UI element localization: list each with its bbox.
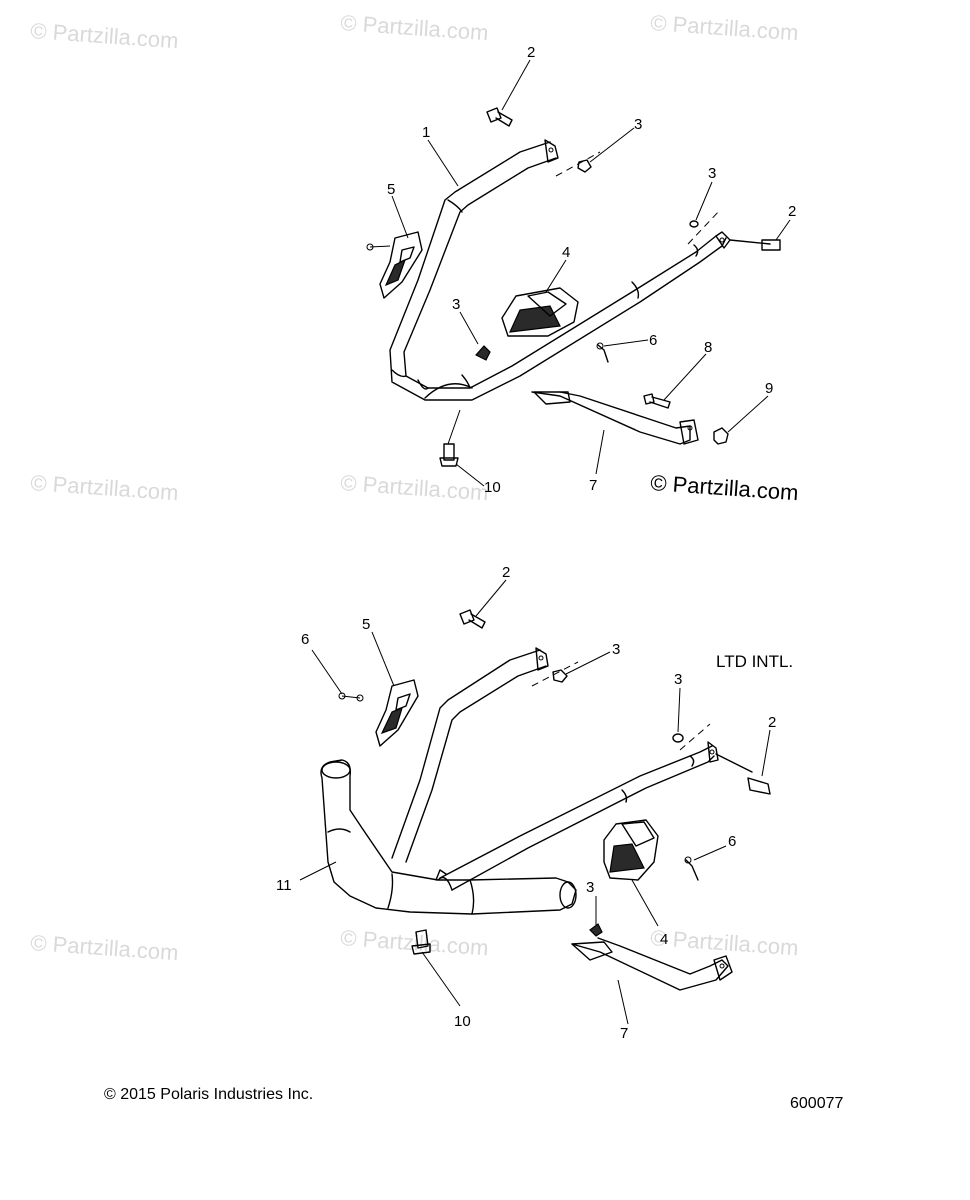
copyright-text: © 2015 Polaris Industries Inc. (104, 1086, 313, 1103)
callout-3: 3 (612, 641, 620, 658)
washer-3-right (672, 733, 684, 743)
brace-7 (531, 391, 699, 445)
watermark: © Partzilla.com (30, 18, 180, 53)
callout-10: 10 (454, 1013, 471, 1030)
callout-9: 9 (765, 380, 773, 397)
nut-3-top (552, 669, 568, 683)
callout-7: 7 (620, 1025, 628, 1042)
nut-3-top (577, 159, 592, 173)
callout-4: 4 (562, 244, 570, 261)
callout-5: 5 (362, 616, 370, 633)
bolt-10 (411, 929, 431, 955)
bolt-10 (439, 443, 459, 467)
bolt-2-right (729, 239, 781, 251)
washer-3-right (689, 220, 699, 228)
top-assembly: 2 1 3 3 2 5 4 3 6 8 9 7 10 (366, 44, 796, 496)
partzilla-watermark-main: © Partzilla.com (650, 470, 800, 505)
callout-11: 11 (276, 877, 292, 894)
bracket-5 (375, 679, 419, 747)
nut-3-center (475, 345, 491, 361)
bracket-5 (366, 231, 423, 299)
watermark: © Partzilla.com (650, 925, 800, 960)
callout-4: 4 (660, 931, 668, 948)
fastener-6-left (338, 692, 364, 702)
callout-10: 10 (484, 479, 501, 496)
bolt-2-right (715, 753, 771, 795)
callout-2: 2 (527, 44, 535, 61)
callout-2: 2 (788, 203, 796, 220)
callout-3: 3 (634, 116, 642, 133)
callout-3: 3 (452, 296, 460, 313)
bottom-assembly: 2 6 5 3 3 2 6 11 3 4 10 7 LTD INTL. (276, 564, 793, 1042)
callout-5: 5 (387, 181, 395, 198)
bolt-2-top (459, 609, 486, 629)
mount-4 (501, 287, 579, 337)
callout-6: 6 (649, 332, 657, 349)
nut-9 (713, 427, 729, 445)
watermark: © Partzilla.com (340, 470, 490, 505)
callout-1: 1 (422, 124, 430, 141)
callout-2: 2 (502, 564, 510, 581)
fastener-6 (596, 342, 609, 363)
diagram-number: 600077 (790, 1095, 843, 1112)
fastener-6-right (684, 856, 699, 881)
callout-7: 7 (589, 477, 597, 494)
nut-3-bottom (589, 923, 603, 937)
watermark: © Partzilla.com (30, 470, 180, 505)
brace-7 (571, 937, 733, 991)
callout-6: 6 (728, 833, 736, 850)
callout-8: 8 (704, 339, 712, 356)
callout-6: 6 (301, 631, 309, 648)
watermark: © Partzilla.com (340, 10, 490, 45)
callout-2: 2 (768, 714, 776, 731)
variant-note: LTD INTL. (716, 652, 793, 671)
mount-4 (603, 819, 659, 881)
callout-3: 3 (674, 671, 682, 688)
watermark: © Partzilla.com (340, 925, 490, 960)
callout-3: 3 (708, 165, 716, 182)
bumper-tube-11 (320, 647, 719, 915)
watermark: © Partzilla.com (650, 10, 800, 45)
bolt-2-top-left (486, 107, 513, 127)
callout-3: 3 (586, 879, 594, 896)
bolt-8 (643, 393, 671, 409)
watermark: © Partzilla.com (30, 930, 180, 965)
